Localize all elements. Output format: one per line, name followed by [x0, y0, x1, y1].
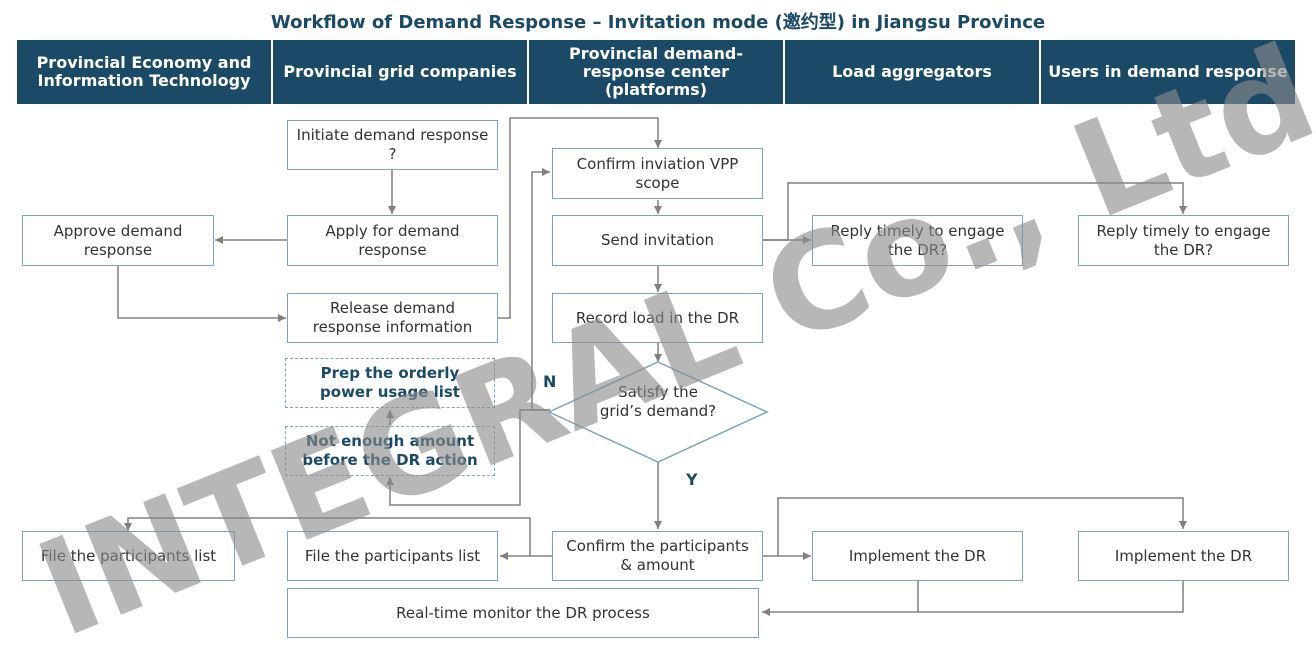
arrow-confirm-to-implement-user: [777, 497, 1187, 556]
column-header-grid: Provincial grid companies: [273, 40, 527, 104]
node-initiate-demand-response: Initiate demand response ?: [287, 120, 498, 170]
node-reply-user: Reply timely to engage the DR?: [1078, 215, 1289, 266]
node-release-information: Release demand response information: [287, 293, 498, 343]
node-not-enough-amount: Not enough amount before the DR action: [285, 426, 495, 476]
column-header-economy: Provincial Economy and Information Techn…: [17, 40, 271, 104]
page-title: Workflow of Demand Response – Invitation…: [270, 12, 1046, 33]
node-apply-demand-response: Apply for demand response: [287, 215, 498, 266]
decision-diamond-satisfy: [547, 361, 769, 463]
node-file-participants-grid: File the participants list: [287, 531, 498, 581]
arrow-confirm-to-file-gov: [124, 517, 531, 556]
node-satisfy-demand-text: Satisfy the grid’s demand?: [599, 383, 717, 420]
arrow-approve-to-release: [117, 266, 286, 322]
node-implement-user: Implement the DR: [1078, 531, 1289, 581]
node-implement-aggregator: Implement the DR: [812, 531, 1023, 581]
label-no: N: [543, 372, 557, 391]
node-reply-aggregator: Reply timely to engage the DR?: [812, 215, 1023, 266]
column-header-aggregators: Load aggregators: [785, 40, 1039, 104]
node-send-invitation: Send invitation: [552, 215, 763, 266]
arrow-implement-agg-to-monitor: [762, 581, 919, 616]
line-implement-user-to-monitor: [918, 581, 1184, 613]
node-file-participants-economy: File the participants list: [22, 531, 235, 581]
node-record-load: Record load in the DR: [552, 293, 763, 343]
node-approve-demand-response: Approve demand response: [22, 215, 214, 266]
arrow-release-to-confirm-scope: [498, 117, 662, 319]
arrow-satisfy-to-not-enough: [386, 409, 550, 506]
column-header-users: Users in demand response: [1041, 40, 1295, 104]
node-confirm-vpp-scope: Confirm inviation VPP scope: [552, 148, 763, 199]
column-header-dr-center: Provincial demand-response center (platf…: [529, 40, 783, 104]
label-yes: Y: [686, 470, 698, 489]
node-confirm-participants: Confirm the participants & amount: [552, 531, 763, 581]
node-real-time-monitor: Real-time monitor the DR process: [287, 588, 759, 638]
node-prep-orderly-list: Prep the orderly power usage list: [285, 358, 495, 408]
